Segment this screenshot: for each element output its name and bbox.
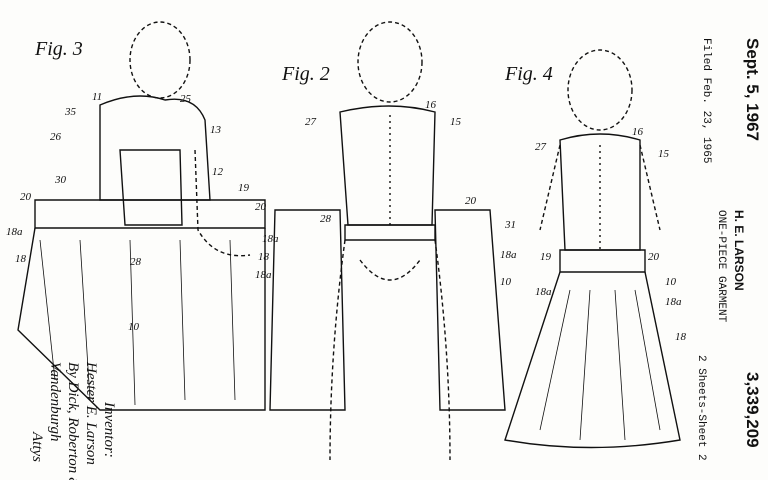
reference-numeral: 30 bbox=[54, 174, 67, 186]
body-outline bbox=[329, 239, 451, 461]
reference-numeral: 20 bbox=[465, 195, 477, 207]
figure-2-label: Fig. 2 bbox=[281, 63, 330, 85]
inventor-heading: Inventor: bbox=[101, 402, 117, 458]
reference-numeral: 27 bbox=[305, 116, 317, 128]
figure-2-drawing bbox=[269, 21, 506, 461]
attorney-line-2: Vandenburgh bbox=[47, 362, 63, 442]
reference-numeral: 16 bbox=[425, 99, 437, 111]
waistband bbox=[34, 199, 266, 229]
reference-numeral: 10 bbox=[128, 321, 140, 333]
reference-numeral: 18 bbox=[258, 251, 270, 263]
inventor-signature: Inventor: Hester E. Larson By Dick, Robe… bbox=[28, 362, 118, 480]
reference-numeral: 26 bbox=[50, 131, 62, 143]
figure-3-label: Fig. 4 bbox=[504, 63, 553, 85]
waistband bbox=[559, 249, 646, 273]
reference-numeral: 18a bbox=[6, 226, 23, 238]
head-outline bbox=[567, 49, 633, 131]
reference-numeral: 19 bbox=[238, 182, 250, 194]
figure-3-drawing bbox=[17, 21, 266, 411]
skirt bbox=[17, 227, 266, 411]
reference-numeral: 20 bbox=[20, 191, 32, 203]
reference-numeral: 28 bbox=[320, 213, 332, 225]
reference-numeral: 28 bbox=[130, 256, 142, 268]
bodice-back bbox=[339, 105, 436, 226]
reference-numeral: 12 bbox=[212, 166, 224, 178]
inventor-name: H. E. LARSON bbox=[732, 210, 746, 291]
left-skirt-panel bbox=[269, 209, 346, 411]
reference-numeral: 18a bbox=[535, 286, 552, 298]
inventor-signature-name: Hester E. Larson bbox=[83, 362, 99, 465]
attorney-line-1: By Dick, Roberton & bbox=[65, 362, 81, 480]
reference-numeral: 13 bbox=[210, 124, 222, 136]
reference-numeral: 31 bbox=[504, 219, 516, 231]
attorneys-label: Attys bbox=[29, 432, 45, 462]
reference-numeral: 35 bbox=[64, 106, 77, 118]
reference-numeral: 10 bbox=[665, 276, 677, 288]
patent-date: Sept. 5, 1967 bbox=[743, 38, 762, 142]
reference-numeral: 16 bbox=[632, 126, 644, 138]
body-outline bbox=[194, 149, 251, 257]
reference-numeral: 15 bbox=[450, 116, 462, 128]
reference-numeral: 10 bbox=[500, 276, 512, 288]
skirt-folds bbox=[539, 289, 661, 441]
reference-numeral: 19 bbox=[540, 251, 552, 263]
right-skirt-panel bbox=[434, 209, 506, 411]
reference-numeral: 20 bbox=[648, 251, 660, 263]
skirt bbox=[504, 271, 681, 449]
bodice-front-panel bbox=[119, 149, 183, 226]
figure-4-drawing bbox=[504, 49, 681, 449]
head-outline bbox=[129, 21, 191, 99]
reference-numeral: 18a bbox=[255, 269, 272, 281]
patent-number: 3,339,209 bbox=[743, 372, 762, 448]
reference-numeral: 18a bbox=[500, 249, 517, 261]
reference-numeral: 27 bbox=[535, 141, 547, 153]
bodice-back bbox=[99, 95, 211, 201]
figure-1-label: Fig. 3 bbox=[34, 38, 83, 60]
reference-numeral: 15 bbox=[658, 148, 670, 160]
reference-numeral: 18 bbox=[15, 253, 27, 265]
reference-numeral: 25 bbox=[180, 93, 192, 105]
reference-numeral: 18 bbox=[675, 331, 687, 343]
bodice-back bbox=[559, 133, 641, 251]
head-outline bbox=[357, 21, 423, 103]
skirt-folds bbox=[39, 239, 236, 406]
waistband bbox=[344, 224, 436, 241]
reference-numeral: 20 bbox=[255, 201, 267, 213]
patent-title: ONE-PIECE GARMENT bbox=[715, 210, 727, 323]
arm-outline bbox=[539, 144, 661, 231]
sheet-count: 2 Sheets-Sheet 2 bbox=[695, 355, 707, 461]
filing-date: Filed Feb. 23, 1965 bbox=[700, 38, 712, 164]
reference-numeral: 18a bbox=[262, 233, 279, 245]
reference-numeral: 11 bbox=[92, 91, 102, 103]
reference-numeral: 18a bbox=[665, 296, 682, 308]
